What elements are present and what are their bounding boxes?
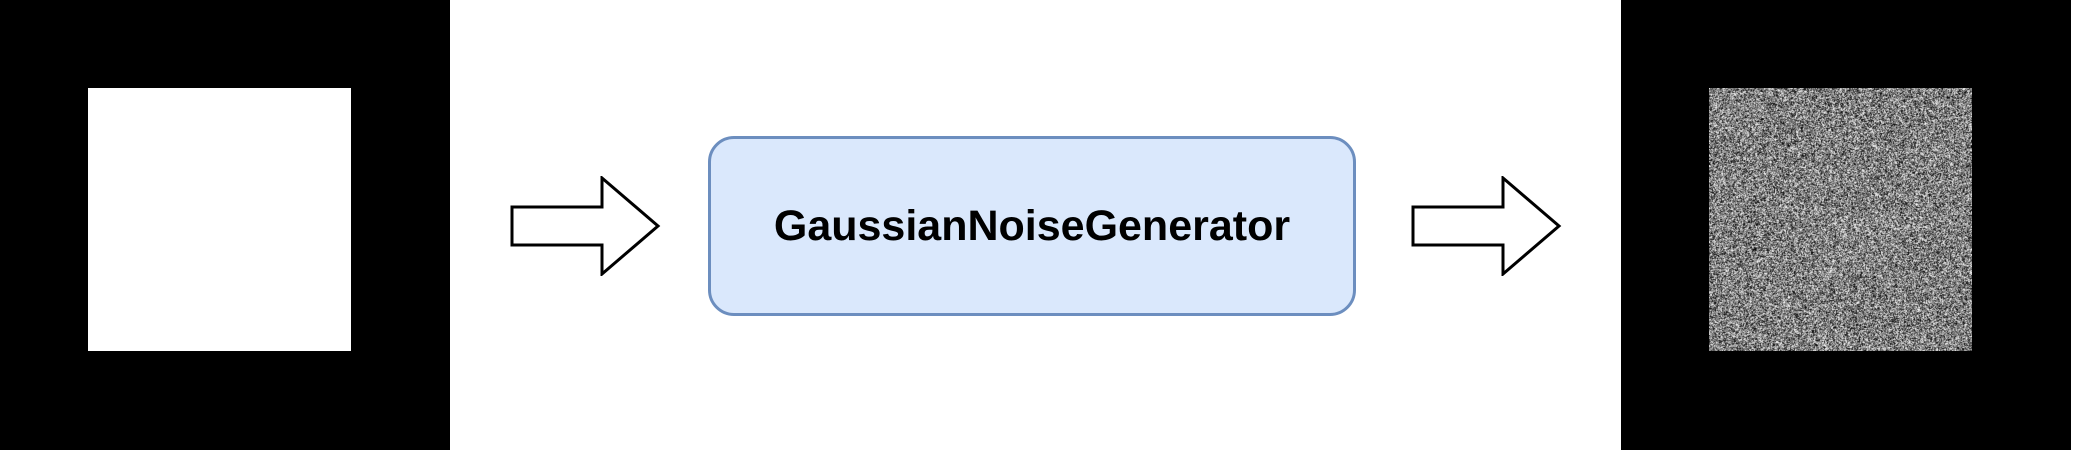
arrow-right-icon xyxy=(1411,176,1562,276)
process-label: GaussianNoiseGenerator xyxy=(773,201,1291,250)
output-noise-square xyxy=(1709,88,1972,351)
input-image-panel xyxy=(0,0,450,450)
gaussian-noise-generator-node: GaussianNoiseGenerator xyxy=(708,136,1356,316)
arrow-right-icon xyxy=(510,176,661,276)
gaussian-noise-image xyxy=(1709,88,1972,351)
input-white-square xyxy=(88,88,351,351)
output-image-panel xyxy=(1621,0,2071,450)
